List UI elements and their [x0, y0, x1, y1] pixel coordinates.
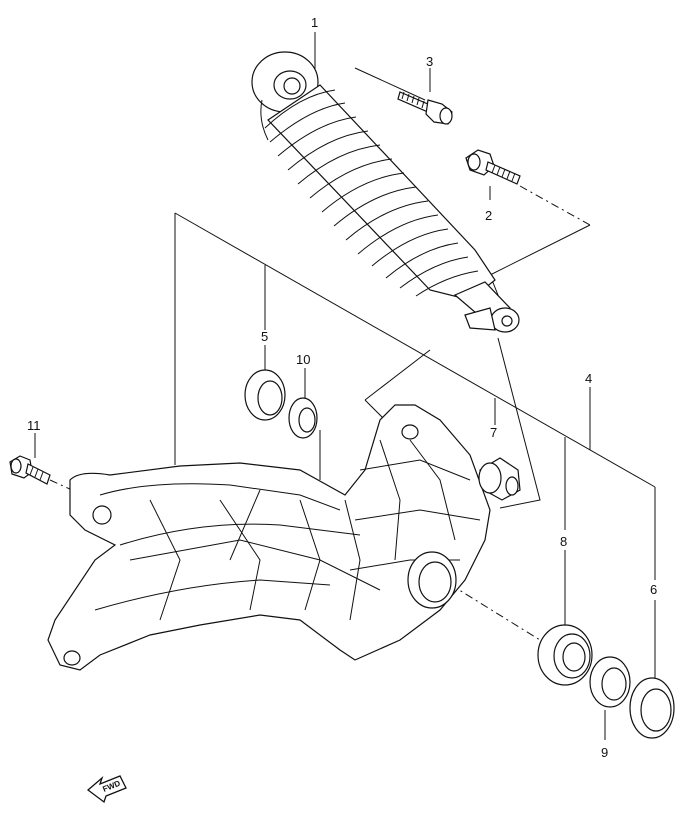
callout-7: 7	[490, 425, 497, 440]
callout-6: 6	[650, 582, 657, 597]
callout-5: 5	[261, 329, 268, 344]
callout-2: 2	[485, 208, 492, 223]
callout-4: 4	[585, 371, 592, 386]
callout-11: 11	[27, 418, 41, 433]
callout-10: 10	[296, 352, 310, 367]
seal-5	[244, 369, 286, 421]
bearing-8	[537, 624, 593, 686]
shock-absorber	[251, 51, 520, 333]
bolt-2	[465, 149, 521, 185]
callout-1: 1	[311, 15, 318, 30]
callout-9: 9	[601, 745, 608, 760]
seal-6	[629, 677, 675, 739]
fwd-direction-arrow: FWD	[86, 775, 127, 804]
callout-8: 8	[560, 534, 567, 549]
swing-arm	[47, 404, 491, 671]
bolt-3	[397, 91, 453, 125]
spacer-9	[589, 656, 631, 708]
bushing-7	[478, 457, 521, 501]
bolt-11	[9, 455, 51, 485]
callout-labels: 1 2 3 4 5 6 7 8 9 10 11	[27, 15, 657, 760]
callout-3: 3	[426, 54, 433, 69]
spacer-10	[288, 397, 318, 439]
